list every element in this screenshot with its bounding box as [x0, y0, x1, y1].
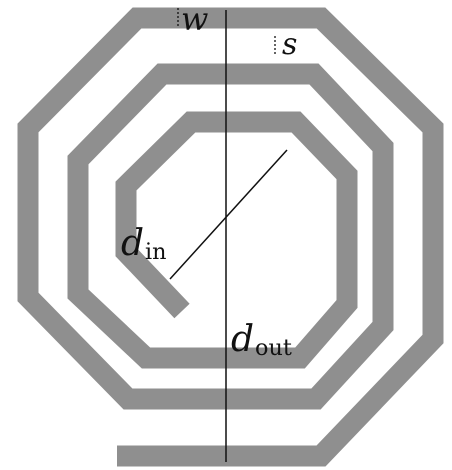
width-label: w	[181, 3, 208, 35]
width-label-text: w	[181, 0, 209, 38]
spacing-label: s	[282, 30, 297, 60]
inner-diameter-line	[169, 149, 288, 280]
spiral-trace	[17, 7, 444, 467]
outer-diameter-label-subscript: out	[255, 335, 292, 362]
inner-diameter-label-subscript: in	[145, 239, 167, 266]
outer-diameter-label: dout	[231, 319, 292, 362]
inner-diameter-label-main: d	[121, 223, 145, 264]
outer-diameter-label-main: d	[231, 319, 255, 360]
inner-diameter-label: din	[121, 223, 167, 266]
spacing-label-text: s	[282, 27, 298, 62]
